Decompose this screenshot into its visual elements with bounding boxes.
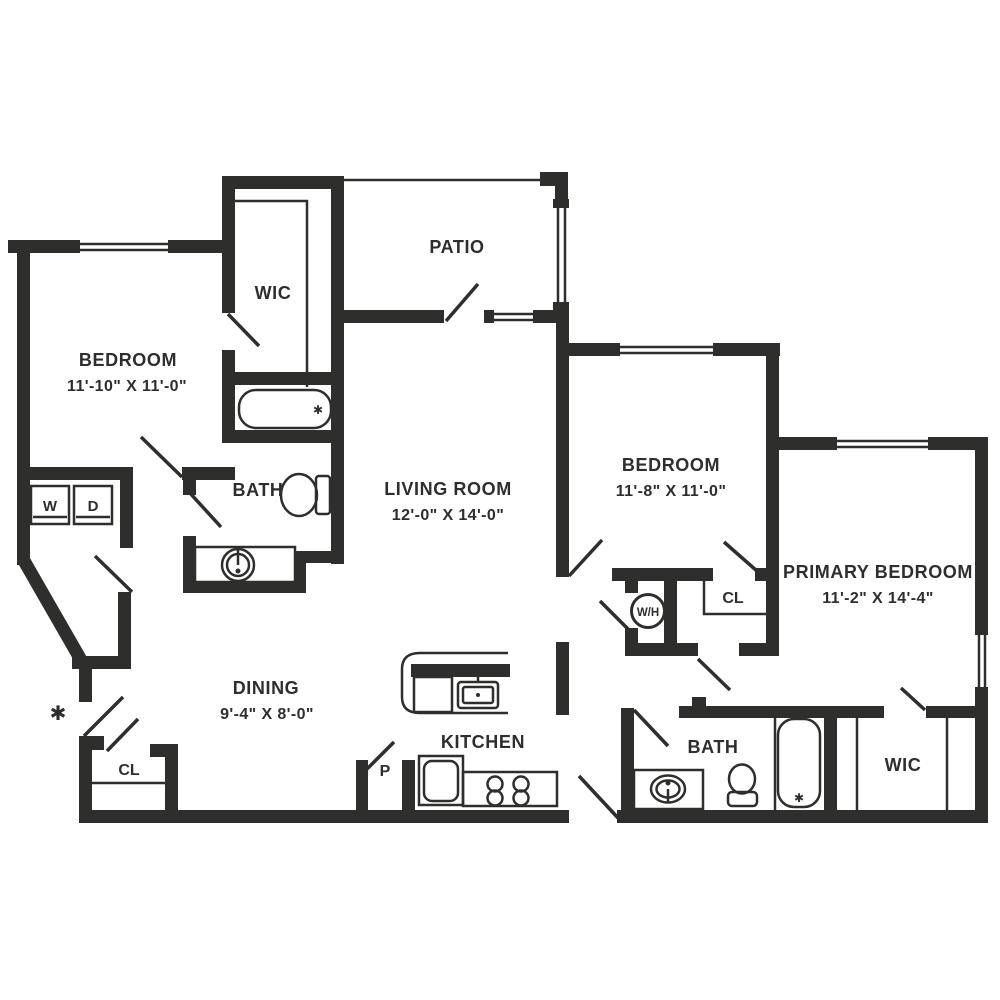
closet-entry-label: CL xyxy=(118,762,140,779)
kitchen-label: KITCHEN xyxy=(441,732,525,752)
labels: PATIO WIC BEDROOM 11'-10" X 11'-0" BATH … xyxy=(43,237,973,805)
kitchen-island xyxy=(400,651,508,715)
dining-label: DINING xyxy=(233,678,300,698)
living-room-dims: 12'-0" X 14'-0" xyxy=(392,507,504,524)
dryer-label: D xyxy=(88,498,99,515)
primary-bedroom-dims: 11'-2" X 14'-4" xyxy=(822,590,934,607)
bath-1-label: BATH xyxy=(232,480,283,500)
windows xyxy=(80,199,987,687)
bedroom-2-label: BEDROOM xyxy=(622,455,720,475)
door-laundry xyxy=(93,554,134,594)
door-bath-2 xyxy=(632,708,670,748)
door-pantry xyxy=(364,740,396,772)
dryer-box xyxy=(72,484,114,526)
door-bedroom-2 xyxy=(567,538,604,578)
bedroom-2-dims: 11'-8" X 11'-0" xyxy=(616,483,727,500)
wic-1-label: WIC xyxy=(255,283,292,303)
washer-box xyxy=(29,484,71,526)
water-heater-circle xyxy=(630,593,666,629)
toilet-1 xyxy=(279,472,332,518)
fixtures xyxy=(29,388,822,811)
stove xyxy=(461,770,559,808)
door-primary-bedroom xyxy=(696,657,732,692)
bedroom-1-label: BEDROOM xyxy=(79,350,177,370)
door-rear xyxy=(577,774,621,821)
tub-2-faucet-icon: ✱ xyxy=(794,791,804,805)
pantry-label: P xyxy=(380,763,391,780)
vanity-sink-1 xyxy=(193,545,297,584)
dining-dims: 9'-4" X 8'-0" xyxy=(220,706,314,723)
bedroom-1-dims: 11'-10" X 11'-0" xyxy=(67,378,187,395)
door-wic-1 xyxy=(226,312,261,348)
wic-2-label: WIC xyxy=(885,755,922,775)
bathtub-2 xyxy=(776,717,822,809)
door-entry-closet xyxy=(105,717,140,753)
door-bath-1 xyxy=(187,490,223,529)
toilet-2 xyxy=(726,763,759,808)
washer-label: W xyxy=(43,498,58,515)
walls xyxy=(8,172,988,823)
door-entry xyxy=(82,695,125,738)
partition-lines xyxy=(92,178,949,810)
bath-2-label: BATH xyxy=(687,737,738,757)
patio-label: PATIO xyxy=(429,237,484,257)
bathtub-1 xyxy=(237,388,333,430)
door-closet-bedroom-2 xyxy=(722,540,759,573)
door-water-heater xyxy=(598,599,632,633)
water-heater-label: W/H xyxy=(637,607,659,619)
primary-bedroom-label: PRIMARY BEDROOM xyxy=(783,562,973,582)
door-swings xyxy=(82,282,927,821)
tub-1-faucet-icon: ✱ xyxy=(313,403,323,417)
refrigerator xyxy=(417,754,465,807)
door-bedroom-1 xyxy=(139,435,184,479)
living-room-label: LIVING ROOM xyxy=(384,479,512,499)
door-patio xyxy=(444,282,480,323)
entry-marker-icon: ✱ xyxy=(50,701,67,725)
door-wic-2 xyxy=(899,686,927,712)
vanity-sink-2 xyxy=(632,768,705,811)
closet-bedroom-2-label: CL xyxy=(722,590,744,607)
